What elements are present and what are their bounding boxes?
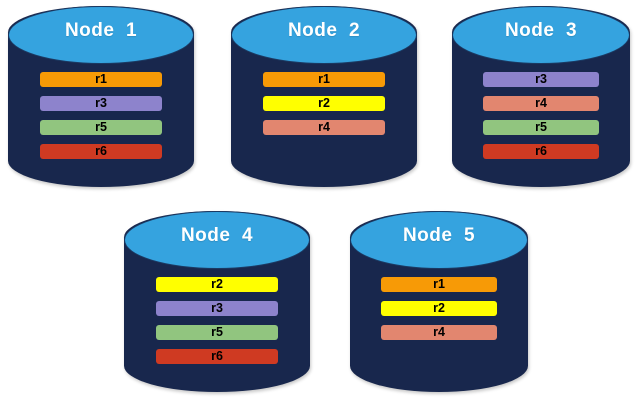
replica-bar[interactable]: r3 — [40, 96, 162, 111]
replica-bar[interactable]: r2 — [381, 301, 497, 316]
replica-label: r5 — [211, 325, 223, 339]
replica-bar[interactable]: r1 — [381, 277, 497, 292]
node-cylinder-5[interactable]: Node 5 r1 r2 r4 — [350, 211, 528, 392]
replica-label: r2 — [318, 96, 330, 110]
replica-label: r5 — [535, 120, 547, 134]
replica-stack: r3 r4 r5 r6 — [452, 72, 630, 159]
node-cylinder-3[interactable]: Node 3 r3 r4 r5 r6 — [452, 6, 630, 187]
replica-bar[interactable]: r4 — [381, 325, 497, 340]
replica-label: r1 — [433, 277, 445, 291]
replica-label: r4 — [318, 120, 330, 134]
replica-label: r3 — [211, 301, 223, 315]
replica-bar[interactable]: r3 — [483, 72, 599, 87]
replica-label: r2 — [211, 277, 223, 291]
replica-stack: r1 r2 r4 — [231, 72, 417, 135]
replica-label: r1 — [95, 72, 107, 86]
node-title: Node 4 — [180, 225, 254, 246]
replica-bar[interactable]: r3 — [156, 301, 278, 316]
replica-label: r6 — [211, 349, 223, 363]
replica-bar[interactable]: r2 — [263, 96, 385, 111]
replica-bar[interactable]: r2 — [156, 277, 278, 292]
replica-label: r3 — [95, 96, 107, 110]
replica-bar[interactable]: r1 — [40, 72, 162, 87]
replica-stack: r2 r3 r5 r6 — [124, 277, 310, 364]
replica-label: r1 — [318, 72, 330, 86]
replica-bar[interactable]: r5 — [156, 325, 278, 340]
replica-stack: r1 r2 r4 — [350, 277, 528, 340]
node-title: Node 5 — [402, 225, 476, 246]
replica-label: r3 — [535, 72, 547, 86]
replica-label: r4 — [535, 96, 547, 110]
replica-bar[interactable]: r5 — [483, 120, 599, 135]
node-title: Node 2 — [287, 20, 361, 41]
node-cylinder-1[interactable]: Node 1 r1 r3 r5 r6 — [8, 6, 194, 187]
replica-label: r5 — [95, 120, 107, 134]
cylinder-top-ellipse — [452, 6, 630, 64]
node-title: Node 1 — [64, 20, 138, 41]
node-cylinder-4[interactable]: Node 4 r2 r3 r5 r6 — [124, 211, 310, 392]
node-cylinder-2[interactable]: Node 2 r1 r2 r4 — [231, 6, 417, 187]
replica-bar[interactable]: r4 — [483, 96, 599, 111]
node-title: Node 3 — [504, 20, 578, 41]
replica-label: r4 — [433, 325, 445, 339]
cylinder-top-ellipse — [8, 6, 194, 64]
replica-bar[interactable]: r6 — [156, 349, 278, 364]
replica-label: r6 — [535, 144, 547, 158]
replica-bar[interactable]: r6 — [483, 144, 599, 159]
replica-label: r6 — [95, 144, 107, 158]
replica-bar[interactable]: r1 — [263, 72, 385, 87]
replica-bar[interactable]: r4 — [263, 120, 385, 135]
replica-stack: r1 r3 r5 r6 — [8, 72, 194, 159]
replica-label: r2 — [433, 301, 445, 315]
replica-bar[interactable]: r5 — [40, 120, 162, 135]
cylinder-top-ellipse — [231, 6, 417, 64]
cylinder-top-ellipse — [350, 211, 528, 269]
replica-bar[interactable]: r6 — [40, 144, 162, 159]
cylinder-top-ellipse — [124, 211, 310, 269]
